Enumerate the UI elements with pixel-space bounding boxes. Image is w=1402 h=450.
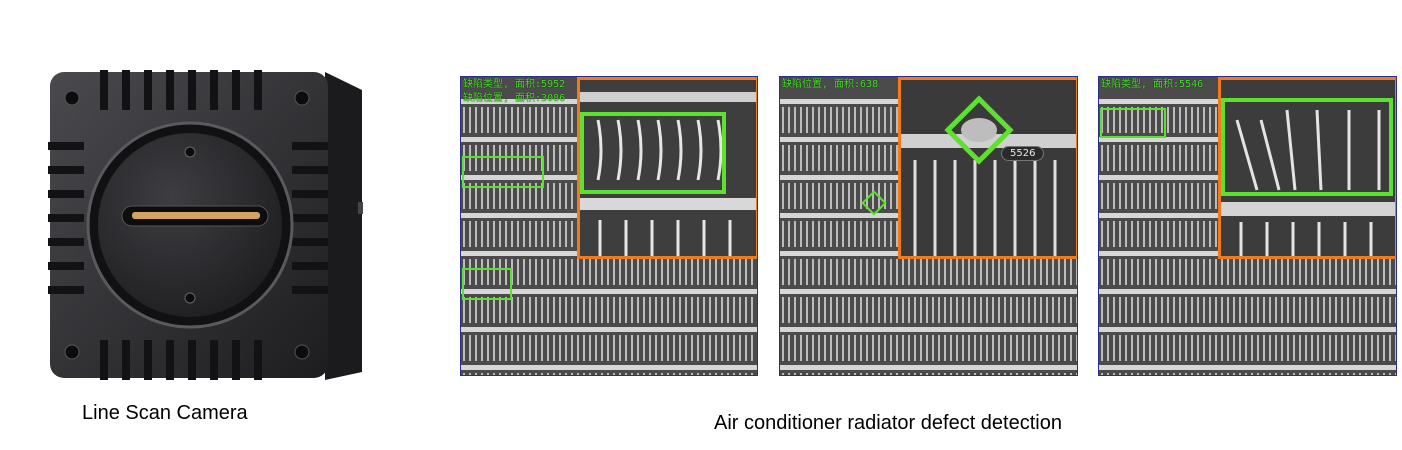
defect-box <box>861 190 887 216</box>
defect-label: 缺陷类型, 面积:5952 <box>463 79 566 90</box>
defect-box <box>944 95 1014 165</box>
defect-box <box>462 268 512 300</box>
defect-box <box>462 156 544 188</box>
zoom-inset: 5526 <box>898 77 1077 259</box>
defect-label: 缺陷位置, 面积:3086 <box>463 93 566 104</box>
detection-panel-2: 缺陷位置, 面积:638 5526 <box>779 76 1078 376</box>
zoom-image <box>901 80 1076 256</box>
defect-box <box>1100 108 1166 138</box>
camera-illustration <box>48 70 363 380</box>
camera-caption: Line Scan Camera <box>82 402 248 424</box>
detection-caption: Air conditioner radiator defect detectio… <box>714 412 1062 434</box>
detection-panel-1: 缺陷类型, 面积:5952 缺陷位置, 面积:3086 <box>460 76 758 376</box>
zoom-inset <box>1218 77 1396 259</box>
defect-box <box>580 112 726 194</box>
zoom-image <box>580 80 756 256</box>
defect-label: 缺陷类型, 面积:5546 <box>1101 79 1204 90</box>
zoom-image <box>1221 80 1395 256</box>
defect-box <box>1221 98 1393 196</box>
defect-label: 缺陷位置, 面积:638 <box>782 79 879 90</box>
detection-panel-3: 缺陷类型, 面积:5546 <box>1098 76 1397 376</box>
line-scan-camera-image <box>40 62 370 382</box>
confidence-badge: 5526 <box>1001 146 1045 161</box>
zoom-inset <box>577 77 757 259</box>
